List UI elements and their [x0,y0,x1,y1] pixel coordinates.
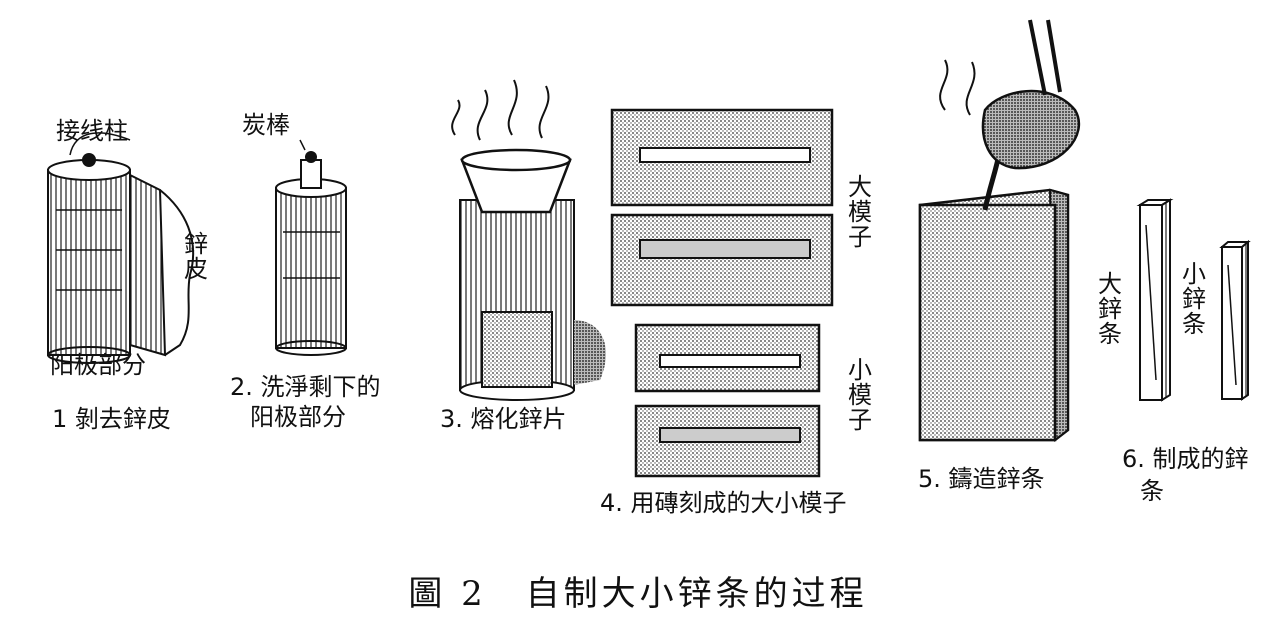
callout-anode-part: 阳极部分 [50,351,146,379]
step-2-label-line1: 2. 洗淨剩下的 [230,373,381,401]
brick-molds-drawing [610,108,834,478]
figure-number: 圖 2 [408,574,487,614]
callout-terminal: 接线柱 [56,117,128,145]
callout-zinc-skin: 鋅皮 [184,230,208,284]
callout-small-mold: 小模子 [848,356,872,435]
callout-small-zinc-bar: 小鋅条 [1182,260,1206,339]
anode-with-carbon-rod-drawing [275,139,347,356]
step-1-label: 1 剝去鋅皮 [52,405,171,433]
callout-carbon-rod: 炭棒 [242,111,290,139]
step-6-label-line1: 6. 制成的鋅 [1122,445,1249,473]
step-2-label-line2: 阳极部分 [250,403,346,431]
figure-title: 自制大小锌条的过程 [525,574,868,614]
step-3-label: 3. 熔化鋅片 [440,405,567,433]
figure-caption: 圖 2 自制大小锌条的过程 [0,566,1276,615]
battery-peeling-drawing [47,132,195,364]
callout-large-mold: 大模子 [848,173,872,252]
step-5-label: 5. 鑄造鋅条 [918,465,1045,493]
zinc-bars-drawing [1136,198,1251,402]
callout-large-zinc-bar: 大鋅条 [1098,270,1122,349]
casting-drawing [918,19,1081,443]
melting-stove-drawing [451,79,606,401]
step-4-label: 4. 用磚刻成的大小模子 [600,489,847,517]
step-6-label-line2: 条 [1140,477,1164,505]
